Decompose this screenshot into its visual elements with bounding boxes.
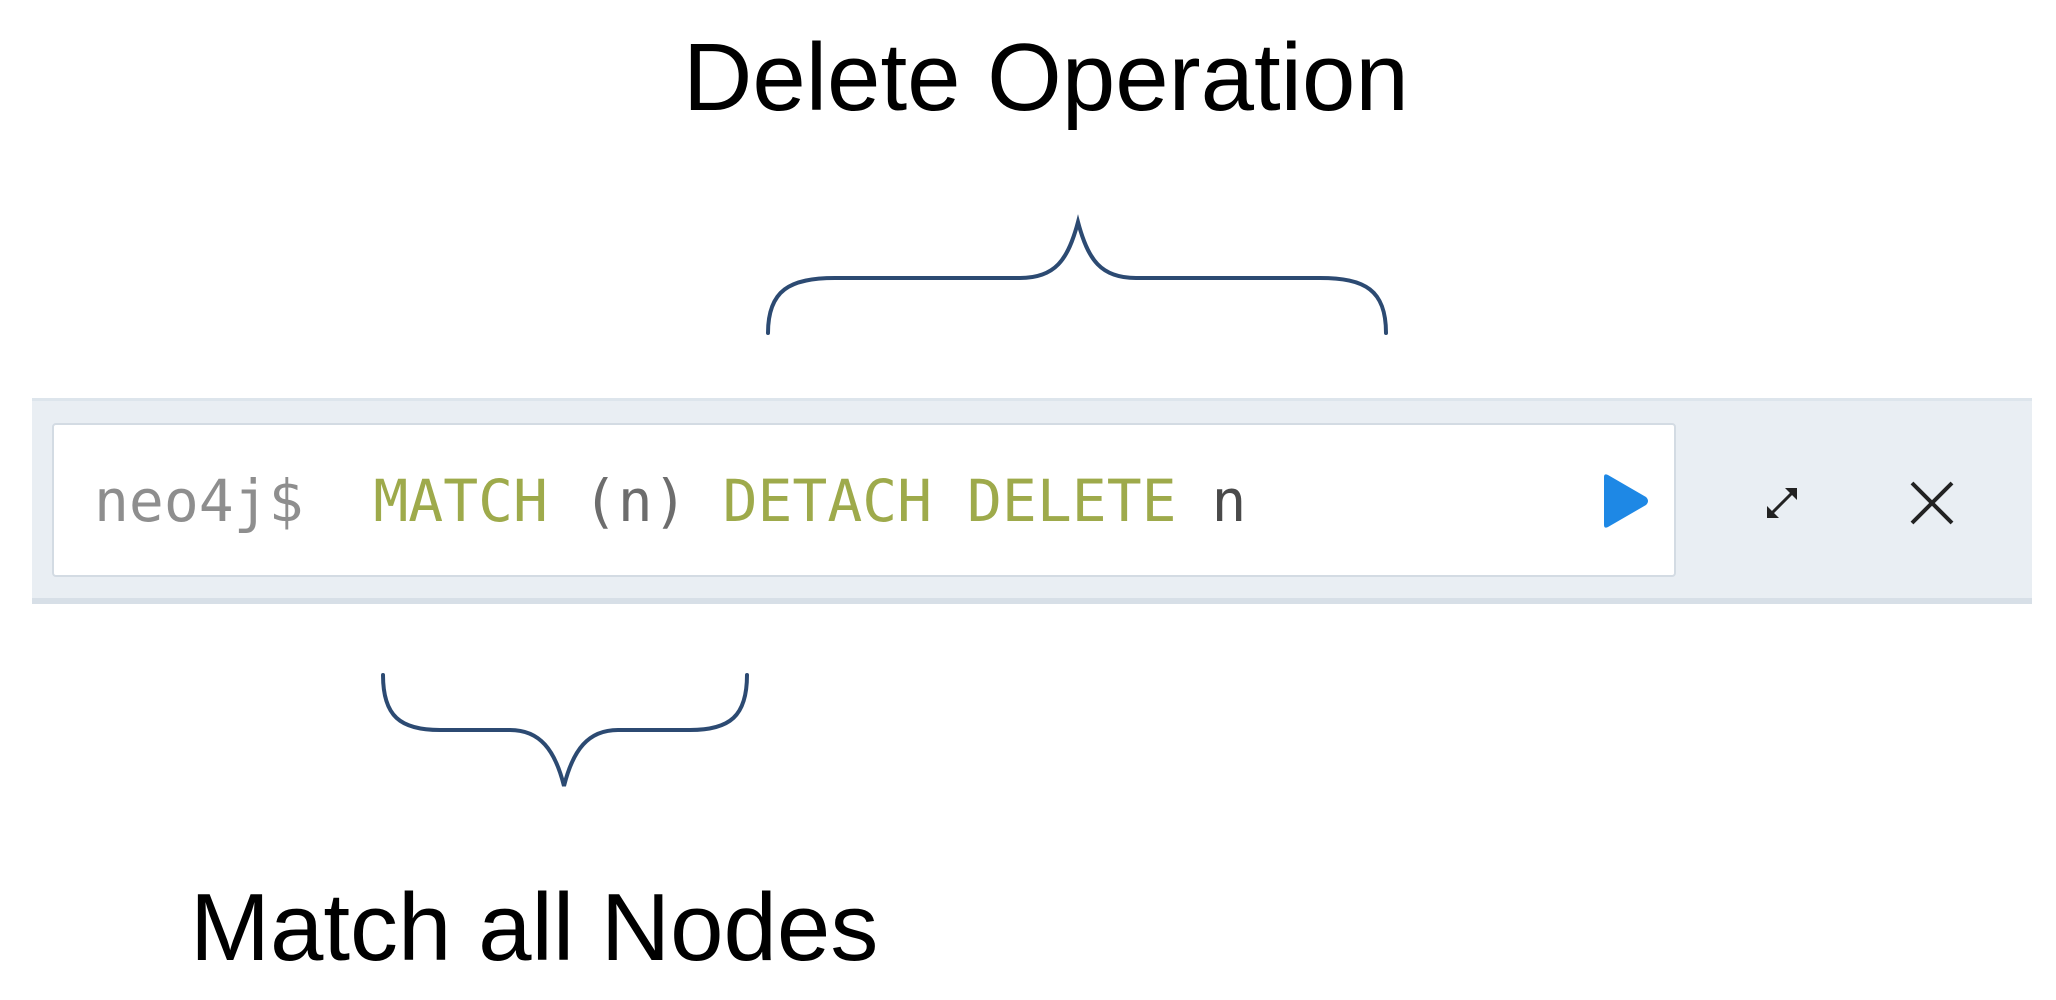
expand-button[interactable] — [1732, 453, 1832, 553]
top-brace — [766, 214, 1388, 335]
expand-icon — [1767, 488, 1797, 518]
close-icon — [1910, 481, 1954, 525]
delete-operation-label: Delete Operation — [683, 24, 1409, 131]
run-button[interactable] — [1584, 461, 1664, 541]
bottom-brace — [381, 673, 749, 787]
query-text: neo4j$ MATCH (n) DETACH DELETE n — [94, 469, 1246, 533]
prompt-text: neo4j$ — [94, 467, 304, 535]
keyword-detach: DETACH — [722, 467, 933, 535]
keyword-match: MATCH — [373, 467, 548, 535]
node-pattern: (n) — [582, 467, 688, 535]
play-icon — [1604, 474, 1648, 528]
keyword-delete: DELETE — [967, 467, 1177, 535]
close-button[interactable] — [1882, 453, 1982, 553]
match-all-nodes-label: Match all Nodes — [190, 874, 879, 981]
variable-n: n — [1211, 467, 1247, 535]
query-input[interactable]: neo4j$ MATCH (n) DETACH DELETE n — [52, 423, 1676, 577]
query-editor-bar: neo4j$ MATCH (n) DETACH DELETE n — [32, 398, 2032, 604]
